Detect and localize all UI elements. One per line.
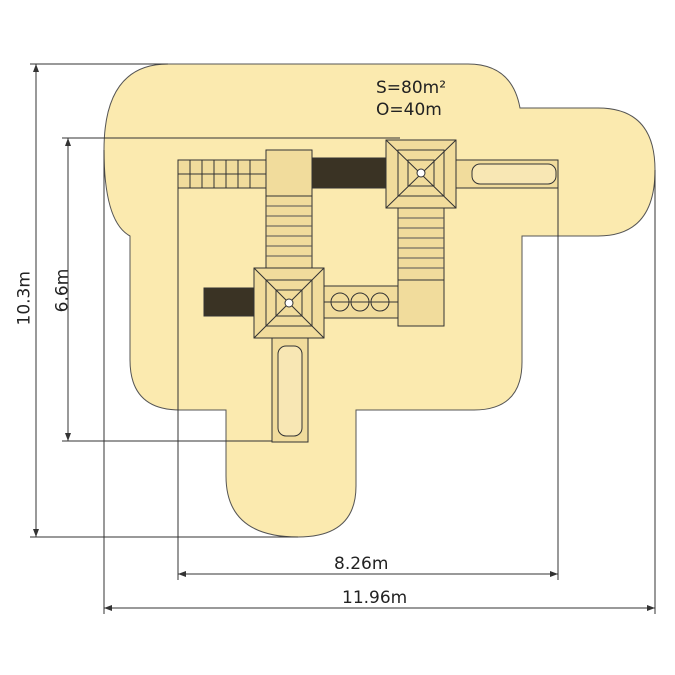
total-width-label: 11.96m [342, 588, 408, 608]
dimension-lines [30, 63, 656, 614]
inner-height-label: 6.6m [52, 268, 73, 313]
inner-width-label: 8.26m [334, 554, 389, 574]
area-surface-label: S=80m² [376, 78, 447, 98]
total-height-label: 10.3m [14, 271, 35, 326]
play-equipment [177, 139, 559, 443]
dimension-arrows [33, 64, 655, 611]
area-perimeter-label: O=40m [376, 100, 442, 120]
